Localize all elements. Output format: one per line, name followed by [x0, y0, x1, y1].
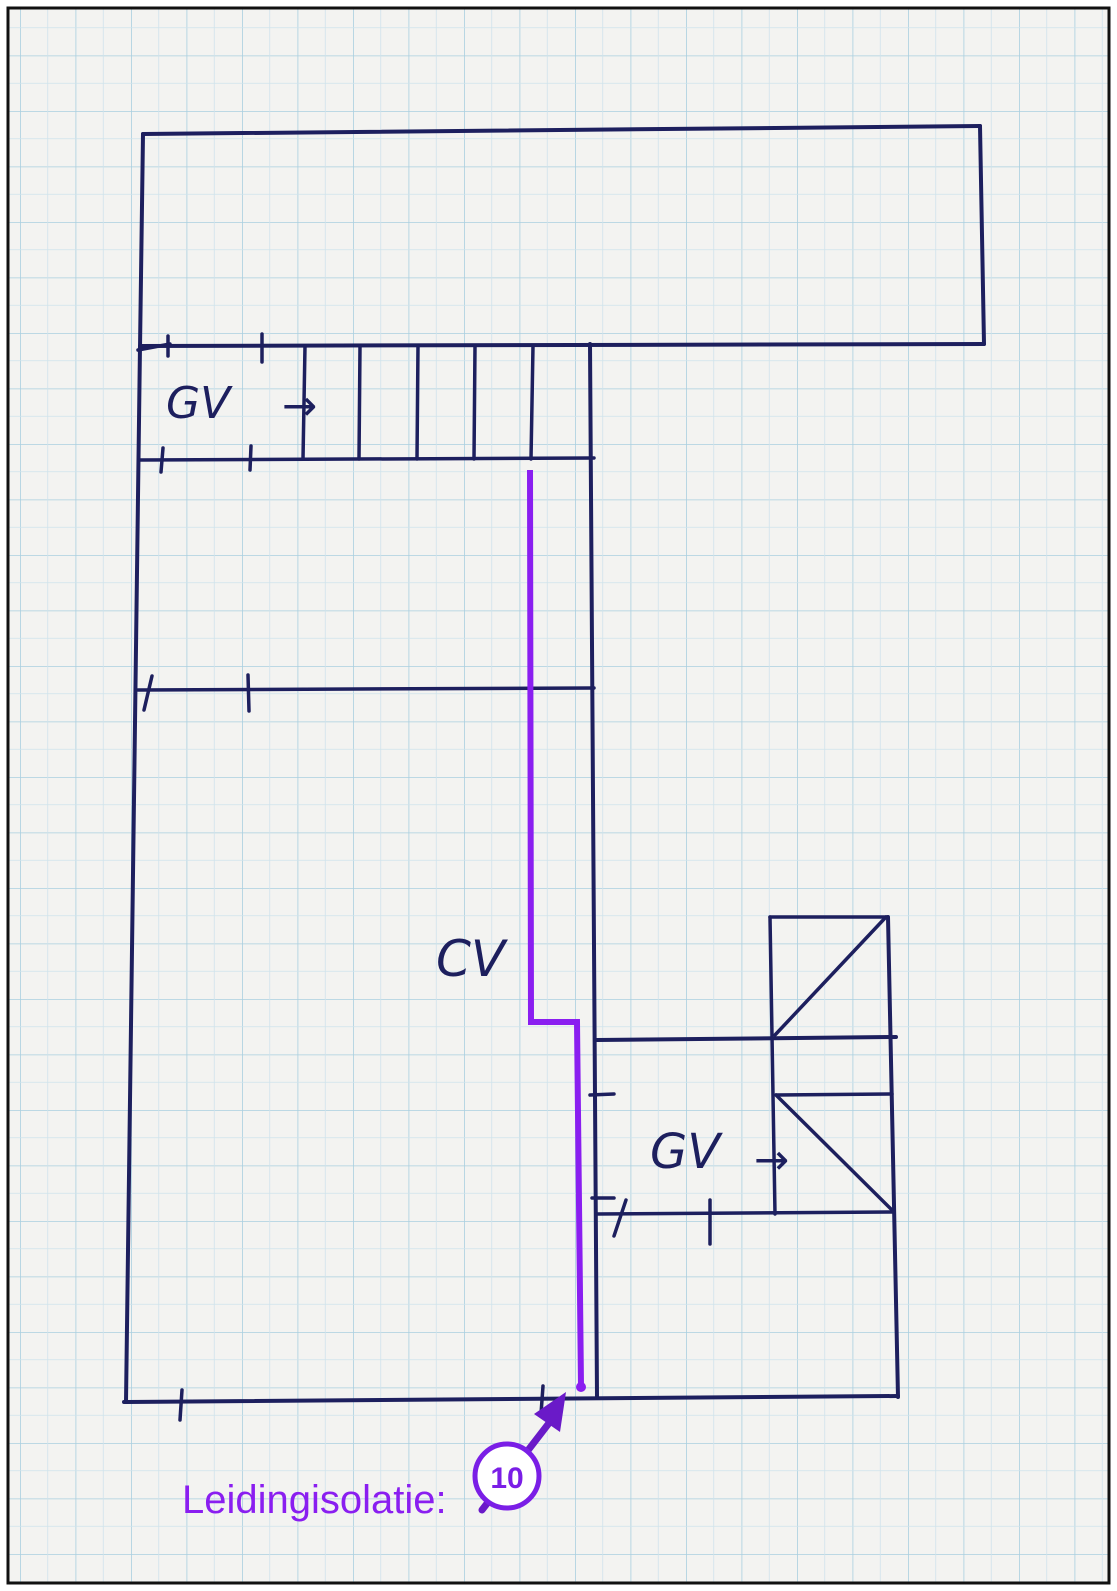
annotation-text: Leidingisolatie:: [182, 1478, 447, 1522]
middle-wall: [136, 673, 596, 713]
outer-walls: [122, 342, 900, 1404]
badge-number: 10: [490, 1462, 523, 1495]
gv-bottom-label: GV: [650, 1124, 723, 1180]
gv-top-arrow: →: [282, 381, 317, 430]
cv-label: CV: [436, 930, 509, 988]
bottom-stair: [178, 915, 896, 1422]
top-stair: [136, 332, 596, 474]
cv-pipe-end: [576, 1382, 586, 1392]
cv-pipe-line: [527, 469, 584, 1387]
gv-top-label: GV: [166, 378, 233, 429]
top-room: [138, 124, 986, 350]
graph-paper: [6, 6, 1111, 1585]
annotation-badge[interactable]: 10: [472, 1441, 542, 1511]
gv-bottom-arrow: →: [754, 1135, 789, 1184]
